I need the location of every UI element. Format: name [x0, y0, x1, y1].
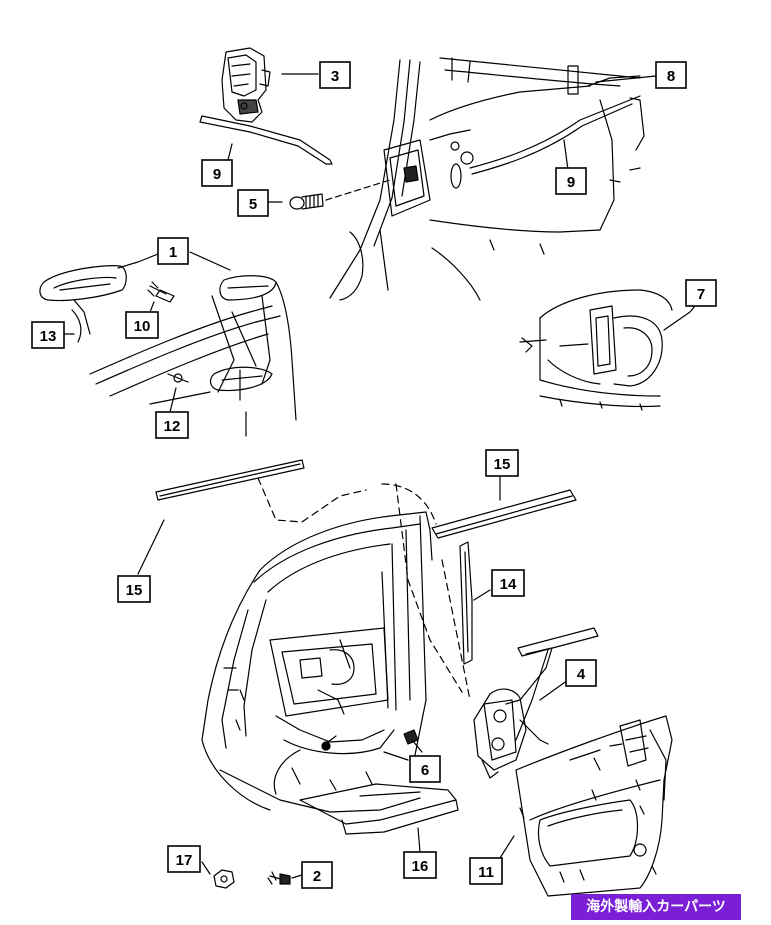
callout-14: 14: [491, 569, 525, 597]
callout-3: 3: [319, 61, 351, 89]
svg-text:3: 3: [331, 68, 339, 85]
svg-text:14: 14: [500, 576, 517, 593]
watermark-badge: 海外製輸入カーパーツ: [571, 894, 741, 920]
svg-text:7: 7: [697, 286, 705, 303]
callout-11: 11: [469, 857, 503, 885]
link-rod-part: [199, 115, 333, 165]
svg-text:11: 11: [478, 864, 494, 881]
callout-12: 12: [155, 411, 189, 439]
svg-text:15: 15: [126, 582, 143, 599]
callout-7: 7: [685, 279, 717, 307]
svg-text:6: 6: [421, 762, 429, 779]
callout-8: 8: [655, 61, 687, 89]
belt-molding-left: [155, 459, 305, 501]
callout-4: 4: [565, 659, 597, 687]
screw-part: [267, 871, 291, 885]
window-regulator-part: [473, 627, 599, 779]
svg-text:8: 8: [667, 68, 675, 85]
exterior-handle-part: [39, 265, 127, 343]
door-frame-top: [329, 57, 645, 301]
svg-text:15: 15: [494, 456, 511, 473]
svg-text:2: 2: [313, 868, 321, 885]
regulator-screw-part: [403, 729, 423, 753]
svg-text:5: 5: [249, 196, 257, 213]
svg-text:17: 17: [176, 852, 193, 869]
svg-text:1: 1: [169, 244, 177, 261]
callout-10: 10: [125, 311, 159, 339]
callout-17: 17: [167, 845, 201, 873]
svg-text:4: 4: [577, 666, 586, 683]
interior-handle-part: [519, 289, 673, 411]
belt-molding-right: [431, 489, 577, 539]
svg-text:10: 10: [134, 318, 151, 335]
nut-part: [213, 869, 235, 889]
callout-13: 13: [31, 321, 65, 349]
callout-6: 6: [409, 755, 441, 783]
door-latch-part: [221, 47, 271, 123]
callout-9-left: 9: [201, 159, 233, 187]
callout-5: 5: [237, 189, 269, 217]
svg-text:16: 16: [412, 858, 429, 875]
svg-text:9: 9: [213, 166, 221, 183]
sill-plate-part: [299, 783, 459, 835]
glass-run-channel: [459, 541, 473, 665]
handle-screw-part: [147, 281, 175, 303]
callout-9-right: 9: [555, 167, 587, 195]
callout-15-right: 15: [485, 449, 519, 477]
latch-bolt-part: [289, 193, 324, 210]
rear-door-outer: [89, 275, 297, 437]
callout-15-left: 15: [117, 575, 151, 603]
svg-text:9: 9: [567, 174, 575, 191]
svg-text:12: 12: [164, 418, 181, 435]
door-trim-panel: [515, 715, 673, 897]
svg-text:13: 13: [40, 328, 57, 345]
callout-16: 16: [403, 851, 437, 879]
callout-2: 2: [301, 861, 333, 889]
rear-door-shell: [201, 511, 433, 813]
callout-1: 1: [157, 237, 189, 265]
